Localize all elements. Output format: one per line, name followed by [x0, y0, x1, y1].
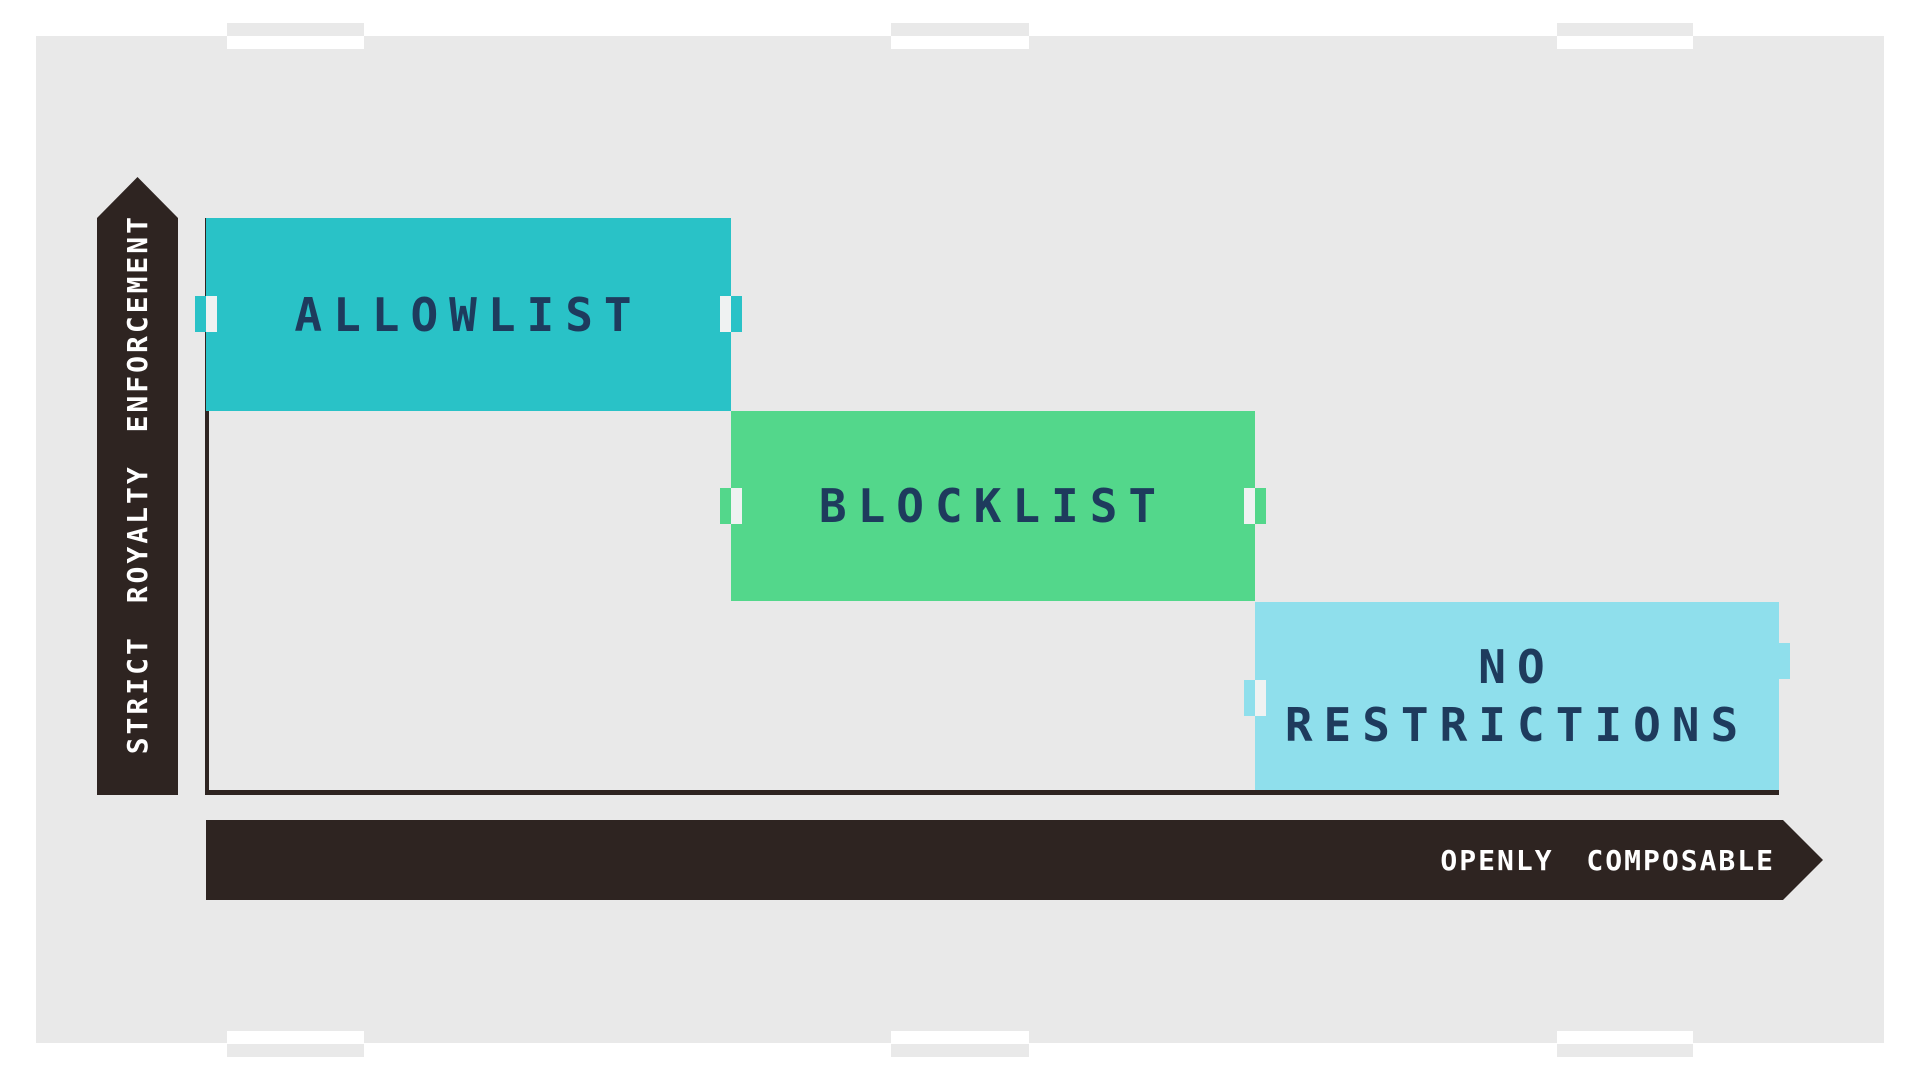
resize-handle-blocklist-right	[1244, 488, 1266, 524]
y-axis-line	[205, 218, 209, 794]
box-no-restrictions: NO RESTRICTIONS	[1255, 602, 1779, 790]
resize-handle-allowlist-left	[195, 296, 217, 332]
binder-tab-top-left	[227, 23, 364, 49]
binder-tab-top-right	[1557, 23, 1693, 49]
x-axis-line	[205, 790, 1779, 795]
resize-handle-allowlist-right	[720, 296, 742, 332]
box-no-restrictions-label: NO RESTRICTIONS	[1284, 640, 1750, 752]
x-axis-label: OPENLY COMPOSABLE	[1440, 843, 1775, 877]
box-blocklist-label: BLOCKLIST	[818, 479, 1168, 533]
x-axis-right-arrow: OPENLY COMPOSABLE	[206, 820, 1823, 900]
y-axis-label: STRICT ROYALTY ENFORCEMENT	[121, 213, 154, 755]
binder-tab-bottom-center	[891, 1031, 1029, 1057]
binder-tab-bottom-right	[1557, 1031, 1693, 1057]
y-axis-up-arrow: STRICT ROYALTY ENFORCEMENT	[97, 177, 178, 795]
binder-tab-top-center	[891, 23, 1029, 49]
resize-handle-no-restrictions-right	[1768, 643, 1790, 679]
resize-handle-no-restrictions-left	[1244, 680, 1266, 716]
box-blocklist: BLOCKLIST	[731, 411, 1255, 601]
box-allowlist: ALLOWLIST	[206, 218, 731, 411]
resize-handle-blocklist-left	[720, 488, 742, 524]
binder-tab-bottom-left	[227, 1031, 364, 1057]
box-allowlist-label: ALLOWLIST	[294, 287, 643, 342]
